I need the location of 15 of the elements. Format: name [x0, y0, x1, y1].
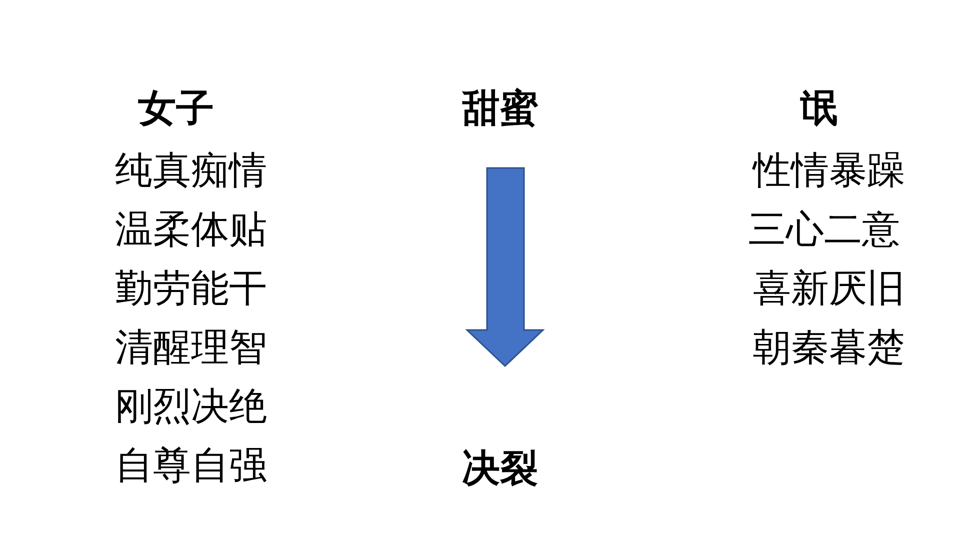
column-heading: 氓	[800, 86, 838, 130]
stage-text: 决裂	[462, 446, 538, 490]
column-heading: 女子	[138, 86, 214, 130]
stage-text: 甜蜜	[462, 86, 538, 130]
down-block-arrow	[465, 167, 545, 368]
trait-text: 刚烈决绝	[115, 384, 267, 428]
trait-text: 勤劳能干	[115, 266, 267, 310]
trait-text: 朝秦暮楚	[753, 325, 905, 369]
trait-text: 自尊自强	[115, 443, 267, 487]
trait-text: 清醒理智	[115, 325, 267, 369]
trait-text: 温柔体贴	[115, 207, 267, 251]
trait-text: 纯真痴情	[115, 148, 267, 192]
trait-text: 喜新厌旧	[753, 266, 905, 310]
trait-text: 性情暴躁	[753, 148, 905, 192]
trait-text: 三心二意	[748, 207, 900, 251]
